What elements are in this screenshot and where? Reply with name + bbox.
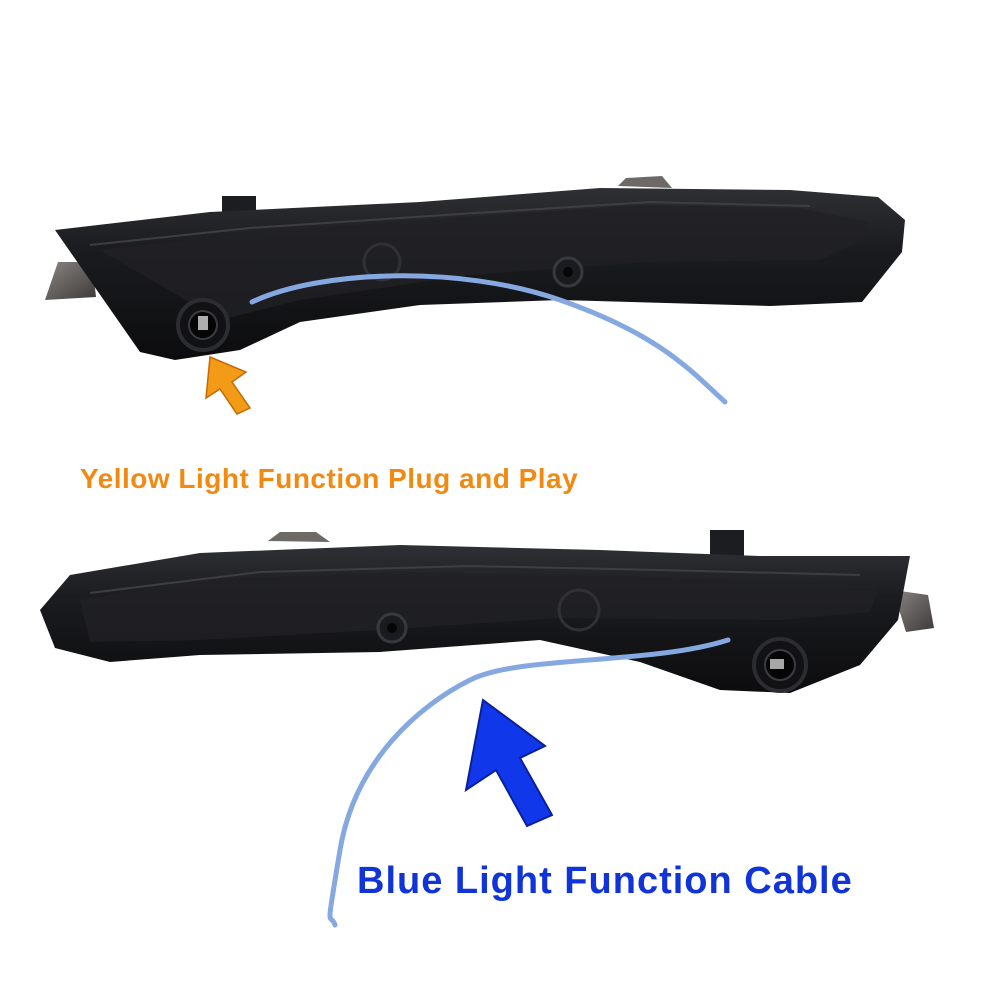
yellow-arrow-icon	[205, 355, 252, 415]
top-housing-top-tab	[618, 176, 672, 188]
top-mirror-light-housing	[45, 176, 905, 405]
bottom-housing-right-tab	[893, 590, 934, 632]
bottom-housing-top-tab	[268, 532, 330, 542]
blue-light-caption: Blue Light Function Cable	[357, 860, 853, 902]
top-housing-left-tab	[45, 262, 96, 300]
top-housing-connector-socket	[176, 298, 230, 352]
top-housing-boss	[362, 242, 402, 282]
top-housing-cable	[249, 273, 728, 405]
bottom-housing-boss	[557, 588, 601, 632]
bottom-mirror-light-housing	[40, 530, 934, 928]
bottom-housing-connector-socket	[752, 637, 808, 693]
yellow-light-caption: Yellow Light Function Plug and Play	[80, 463, 579, 494]
bottom-housing-ridge	[80, 572, 880, 642]
bottom-housing-cable	[327, 637, 731, 928]
top-housing-ridge	[100, 205, 868, 320]
blue-arrow-icon	[464, 698, 554, 828]
